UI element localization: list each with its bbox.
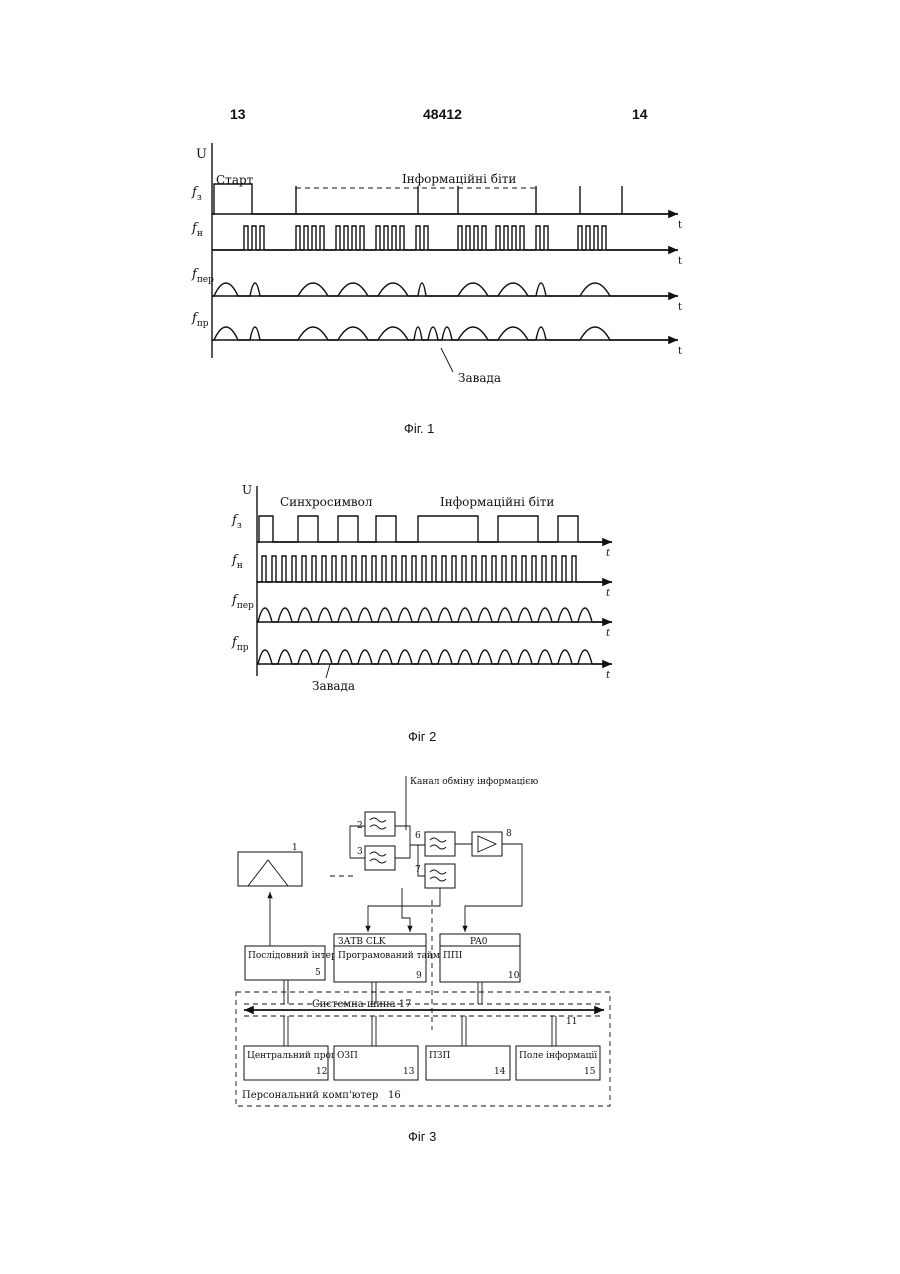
ppi-label: ППІ	[443, 951, 463, 961]
fig1-t-label-3: t	[678, 346, 682, 357]
fig1-noise-label: Завада	[458, 371, 501, 385]
fig1-info-label: Інформаційні біти	[402, 172, 516, 186]
fig1-diagram: U Старт Інформаційні біти fз fн fпер fпр t t t…	[191, 143, 682, 385]
fig1-t-label-2: t	[678, 302, 682, 313]
fig2-row-label-0: fз	[231, 513, 242, 531]
rom-label: ПЗП	[429, 1051, 450, 1061]
fig2-noise-label: Завада	[312, 679, 355, 693]
fig1-u-label: U	[196, 147, 207, 162]
fig1-start-pulse	[212, 184, 678, 214]
amplifier-block	[472, 832, 502, 856]
timer-num: 9	[416, 971, 422, 981]
fig1-t-label-0: t	[678, 220, 682, 231]
pc-num: 16	[388, 1090, 401, 1101]
display-num: 15	[584, 1067, 596, 1077]
fig2-fpr-wave	[257, 650, 612, 664]
filter-2-block	[365, 812, 395, 836]
fig1-t-label-1: t	[678, 256, 682, 267]
fig2-t-label-2: t	[606, 628, 611, 639]
fig1-fn-pulses	[212, 226, 678, 250]
fig2-t-label-1: t	[606, 588, 611, 599]
fig2-caption: Фіг 2	[408, 729, 436, 744]
num-6: 6	[415, 831, 421, 841]
filter-6-block	[425, 832, 455, 856]
pc-label: Персональний комп'ютер	[242, 1090, 378, 1101]
fig1-fper-wave	[212, 283, 678, 296]
fig1-row-label-0: fз	[191, 185, 202, 203]
fig2-fz-pulses	[257, 516, 612, 542]
num-8: 8	[506, 829, 512, 839]
cpu-num: 12	[316, 1067, 327, 1077]
ppi-pin-label: PA0	[470, 937, 488, 947]
fig3-caption: Фіг 3	[408, 1129, 436, 1144]
ppi-num: 10	[508, 971, 520, 981]
fig2-u-label: U	[242, 483, 252, 497]
fig2-fn-pulses	[257, 556, 612, 582]
fig1-caption: Фіг. 1	[404, 421, 434, 436]
rom-num: 14	[494, 1067, 506, 1077]
fig1-start-label: Старт	[216, 173, 254, 187]
channel-label: Канал обміну інформацією	[410, 776, 538, 787]
fig3-diagram: Канал обміну інформацією 1 2 3 6 7 8	[236, 776, 610, 1106]
timer-label: Програмований таймер	[338, 951, 451, 961]
ram-label: ОЗП	[337, 1051, 358, 1061]
fig2-t-label-3: t	[606, 670, 611, 681]
filter-7-block	[425, 864, 455, 888]
timer-pins-label: ЗАТВ CLK	[338, 937, 386, 947]
num-3: 3	[357, 847, 363, 857]
fig2-sync-label: Синхросимвол	[280, 495, 373, 509]
fig2-info-label: Інформаційні біти	[440, 495, 554, 509]
fig2-diagram: U Синхросимвол Інформаційні біти fз fн fпе…	[231, 483, 612, 693]
fig1-row-label-2: fпер	[191, 267, 214, 285]
fig1-row-label-1: fн	[191, 221, 203, 239]
bus-num: 11	[566, 1017, 577, 1027]
filter-3-block	[365, 846, 395, 870]
serial-num: 5	[315, 968, 321, 978]
antenna-block	[238, 852, 302, 886]
fig2-noise-pointer	[326, 664, 330, 678]
fig2-row-label-1: fн	[231, 553, 243, 571]
ram-num: 13	[403, 1067, 415, 1077]
display-label: Поле інформації	[519, 1051, 597, 1061]
fig2-fper-wave	[257, 608, 612, 622]
fig2-row-label-3: fпр	[231, 635, 249, 653]
fig1-fpr-wave	[212, 327, 678, 340]
fig1-noise-pointer	[441, 348, 453, 372]
fig2-t-label-0: t	[606, 548, 611, 559]
num-1: 1	[292, 843, 298, 853]
system-bus-label: Системна шина 17	[312, 999, 411, 1010]
fig1-row-label-3: fпр	[191, 311, 209, 329]
fig2-row-label-2: fпер	[231, 593, 254, 611]
